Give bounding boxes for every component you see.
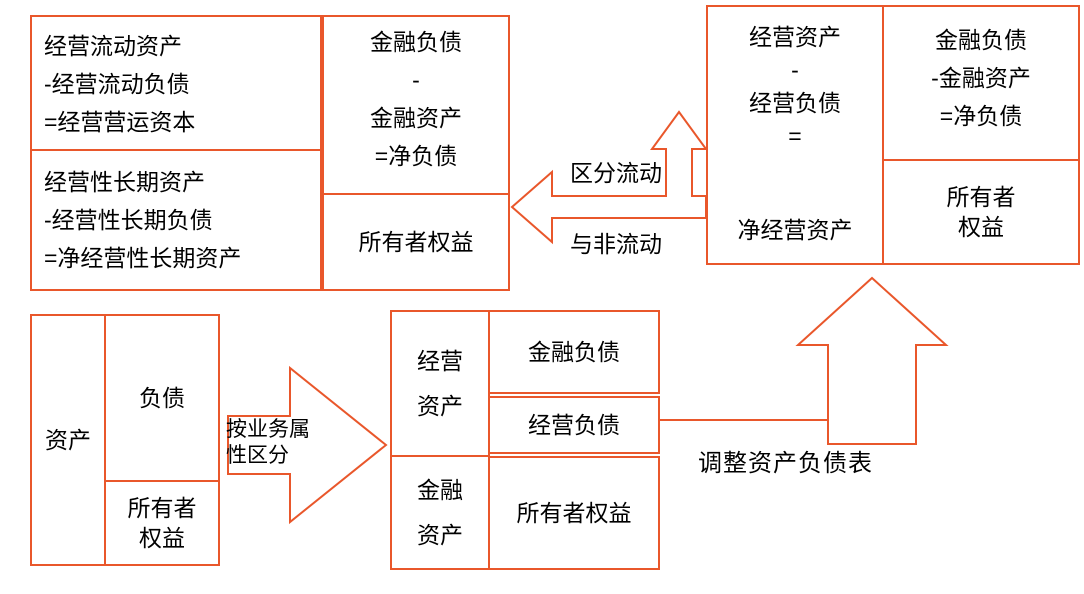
label-adjust-balance-sheet: 调整资产负债表 [698, 450, 873, 477]
box-label-line: 所有者 [127, 495, 197, 521]
box-net-debt-top-right: 金融负债 -金融资产 =净负债 [882, 5, 1080, 161]
formula-result-line: 净经营资产 [737, 217, 853, 243]
box-net-operating-assets: 经营资产 - 经营负债 = 净经营资产 [706, 5, 884, 265]
box-owners-equity-top-right: 所有者 权益 [882, 159, 1080, 265]
box-operating-working-capital: 经营流动资产 -经营流动负债 =经营营运资本 [30, 15, 322, 151]
box-label: 金融负债 [528, 339, 620, 365]
box-liabilities: 负债 [104, 314, 220, 482]
formula-line: -金融资产 [931, 65, 1031, 91]
label-business-attribute: 按业务属 性区分 [226, 417, 322, 469]
formula-line: -经营性长期负债 [44, 207, 213, 233]
box-label-line: 经营 [417, 347, 463, 374]
box-label: 所有者权益 [516, 500, 632, 526]
box-label-line: 资产 [417, 392, 463, 419]
formula-line: =净负债 [374, 143, 458, 169]
right-arrow-icon [227, 365, 388, 525]
up-arrow-large-icon [795, 276, 949, 445]
box-owners-equity-bottom-middle: 所有者权益 [488, 456, 660, 570]
formula-line: - [412, 67, 420, 93]
formula-line: =净负债 [939, 103, 1023, 129]
box-label-line: 资产 [417, 521, 463, 548]
box-financial-assets: 金融 资产 [390, 455, 490, 570]
formula-line: = [788, 123, 802, 149]
box-owners-equity-bottom-left: 所有者 权益 [104, 480, 220, 566]
box-label-line: 权益 [958, 214, 1004, 240]
formula-line: 金融负债 [935, 27, 1027, 53]
formula-line: - [791, 57, 799, 83]
box-label: 经营负债 [528, 412, 620, 438]
box-net-operating-longterm: 经营性长期资产 -经营性长期负债 =净经营性长期资产 [30, 149, 322, 291]
box-label: 所有者权益 [358, 229, 474, 255]
label-distinguish-noncurrent: 与非流动 [570, 231, 662, 257]
box-operating-assets: 经营 资产 [390, 310, 490, 457]
box-owners-equity-top-middle: 所有者权益 [322, 193, 510, 291]
formula-line: -经营流动负债 [44, 71, 190, 97]
formula-line: 金融负债 [370, 29, 462, 55]
label-distinguish-current: 区分流动 [570, 160, 662, 186]
box-operating-liabilities: 经营负债 [488, 396, 660, 454]
box-label-line: 权益 [139, 525, 185, 551]
formula-line: 经营性长期资产 [44, 169, 205, 195]
formula-line: 经营流动资产 [44, 33, 182, 59]
formula-line: =净经营性长期资产 [44, 245, 242, 271]
box-label-line: 所有者 [946, 184, 1016, 210]
formula-line: 经营资产 [749, 24, 841, 50]
label-line: 性区分 [226, 444, 289, 467]
box-financial-liabilities: 金融负债 [488, 310, 660, 394]
box-label: 负债 [139, 385, 185, 411]
box-assets: 资产 [30, 314, 106, 566]
box-label: 资产 [45, 427, 91, 453]
formula-line: =经营营运资本 [44, 109, 196, 135]
box-label-line: 金融 [417, 476, 463, 503]
formula-line: 金融资产 [370, 105, 462, 131]
label-line: 按业务属 [226, 418, 310, 441]
formula-line: 经营负债 [749, 90, 841, 116]
box-net-debt-top-middle: 金融负债 - 金融资产 =净负债 [322, 15, 510, 195]
